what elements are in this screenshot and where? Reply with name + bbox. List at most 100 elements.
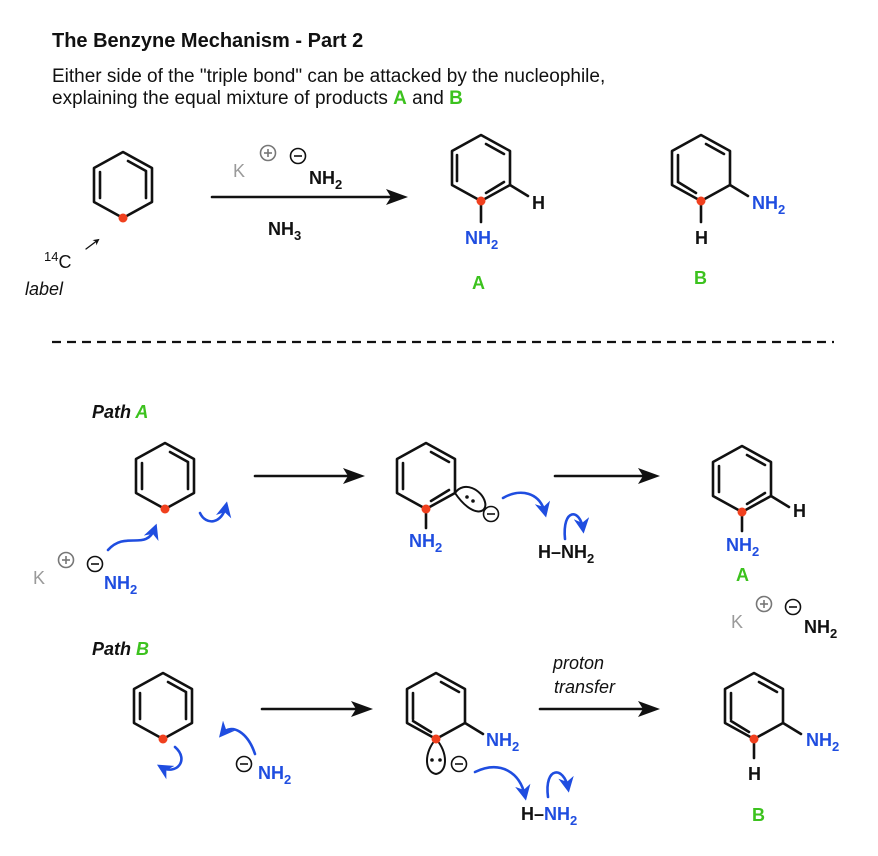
top-product-b-14c-dot xyxy=(696,196,706,206)
path-b-arrow-label-top: proton xyxy=(552,653,604,673)
top-reagent-amide-nh: NH xyxy=(309,168,335,188)
path-b-arrowhead-1 xyxy=(351,701,373,717)
path-b-ammonia-nh: NH xyxy=(544,804,570,824)
path-b-intermediate-14c-dot xyxy=(431,734,441,744)
path-a-amide-nucleophile: NH2 xyxy=(104,573,137,597)
top-product-a-amine-subscript: 2 xyxy=(491,237,498,252)
top-product-b-amine: NH2 xyxy=(752,193,785,217)
top-product-a-amine-nh: NH xyxy=(465,228,491,248)
top-product-b-ring xyxy=(670,133,750,224)
path-a-arrowhead-1 xyxy=(343,468,365,484)
description-line-1: Either side of the "triple bond" can be … xyxy=(52,66,606,87)
path-b-pi-bond-arrow xyxy=(156,745,183,780)
byproduct-amide-nh: NH xyxy=(804,617,830,637)
path-b-arrowhead-2 xyxy=(638,701,660,717)
top-product-a-14c-dot xyxy=(476,196,486,206)
isotope-label-14c: 14C xyxy=(44,249,71,272)
path-b-product-letter: B xyxy=(752,805,765,825)
path-b-amide-nucleophile: NH2 xyxy=(258,763,291,787)
figure-description: Either side of the "triple bond" can be … xyxy=(52,66,605,110)
top-minus-charge-icon xyxy=(289,147,307,165)
path-b-product-amine-nh: NH xyxy=(806,730,832,750)
top-plus-charge-icon xyxy=(259,144,277,162)
path-b-intermediate-amine-nh: NH xyxy=(486,730,512,750)
path-a-product-amine-nh: NH xyxy=(726,535,752,555)
figure-title: The Benzyne Mechanism - Part 2 xyxy=(52,30,364,52)
path-b-product-amine: NH2 xyxy=(806,730,839,754)
path-a-label-letter: A xyxy=(134,402,148,422)
path-a-product-letter: A xyxy=(736,565,749,585)
path-b-nucleophile-attack-arrow xyxy=(218,720,257,756)
path-b-lone-pair-orbital xyxy=(426,738,446,775)
path-a-lone-pair-dot-2 xyxy=(471,499,475,503)
path-b-intermediate-minus-charge-icon xyxy=(450,755,468,773)
top-solvent-ammonia: NH3 xyxy=(268,219,301,243)
path-b-intermediate-amine-subscript: 2 xyxy=(512,739,519,754)
path-b-ammonia-subscript: 2 xyxy=(570,813,577,828)
path-b-benzyne xyxy=(132,671,194,741)
description-and: and xyxy=(406,88,450,109)
path-b-amide-nh: NH xyxy=(258,763,284,783)
path-b-lone-pair-dot-2 xyxy=(438,758,442,762)
isotope-label-word: label xyxy=(25,279,64,299)
path-a-product-amine: NH2 xyxy=(726,535,759,559)
path-a-benzyne-14c-dot xyxy=(160,504,170,514)
path-a-intermediate-ring xyxy=(395,441,457,530)
path-b-deprotonation-arrow xyxy=(473,766,531,801)
path-a-ammonia-subscript: 2 xyxy=(587,551,594,566)
isotope-element: C xyxy=(58,252,71,272)
top-product-a-hydrogen: H xyxy=(532,193,545,213)
top-potassium-label: K xyxy=(233,161,245,181)
byproduct-amide-subscript: 2 xyxy=(830,626,837,641)
path-a-benzyne xyxy=(134,441,196,511)
path-b-label-letter: B xyxy=(136,639,149,659)
path-b-lone-pair-dot-1 xyxy=(430,758,434,762)
top-product-a-amine: NH2 xyxy=(465,228,498,252)
path-b-minus-charge-icon xyxy=(235,755,253,773)
description-product-b: B xyxy=(449,88,463,109)
path-a-lone-pair-orbital xyxy=(454,485,487,513)
description-line-2: explaining the equal mixture of products… xyxy=(52,88,605,110)
path-a-potassium-label: K xyxy=(33,568,45,588)
path-a-product-hydrogen: H xyxy=(793,501,806,521)
top-product-b-hydrogen: H xyxy=(695,228,708,248)
path-b-amide-subscript: 2 xyxy=(284,772,291,787)
path-a-plus-charge-icon xyxy=(57,551,75,569)
top-solvent-subscript: 3 xyxy=(294,228,301,243)
path-a-ammonia-nh: NH xyxy=(561,542,587,562)
description-line-2-prefix: explaining the equal mixture of products xyxy=(52,88,394,109)
path-a-label: Path A xyxy=(92,402,148,422)
path-a-deprotonation-arrow xyxy=(501,491,551,518)
top-product-b-letter: B xyxy=(694,268,707,288)
path-b-intermediate-ring xyxy=(405,671,485,741)
path-b-intermediate-amine: NH2 xyxy=(486,730,519,754)
path-b-arrow-label-bottom: transfer xyxy=(554,677,616,697)
path-b-nh-bond-arrow xyxy=(546,771,574,799)
byproduct-minus-charge-icon xyxy=(784,598,802,616)
path-b-product-amine-subscript: 2 xyxy=(832,739,839,754)
path-a-intermediate-amine-subscript: 2 xyxy=(435,540,442,555)
top-reagent-amide-subscript: 2 xyxy=(335,177,342,192)
path-a-intermediate-minus-charge-icon xyxy=(482,505,500,523)
isotope-mass-number: 14 xyxy=(44,249,58,264)
path-b-product-ring xyxy=(723,671,803,760)
path-b-label-word: Path xyxy=(92,639,136,659)
path-b-product-hydrogen: H xyxy=(748,764,761,784)
top-reaction-arrowhead xyxy=(386,189,408,205)
top-product-a-letter: A xyxy=(472,273,485,293)
path-b-ammonia-h: H xyxy=(521,804,534,824)
description-product-a: A xyxy=(393,88,407,109)
top-benzyne-14c-dot xyxy=(118,213,128,223)
path-b-ammonia-bond: – xyxy=(534,804,544,824)
path-a-product-amine-subscript: 2 xyxy=(752,544,759,559)
path-a-arrowhead-2 xyxy=(638,468,660,484)
path-a-nh-bond-arrow xyxy=(563,513,590,541)
path-a-intermediate-amine-nh: NH xyxy=(409,531,435,551)
path-a-ammonia-h: H xyxy=(538,542,551,562)
byproduct-plus-charge-icon xyxy=(755,595,773,613)
top-product-b-amine-nh: NH xyxy=(752,193,778,213)
path-a-pi-bond-arrow xyxy=(198,501,232,523)
top-reagent-amide: NH2 xyxy=(309,168,342,192)
